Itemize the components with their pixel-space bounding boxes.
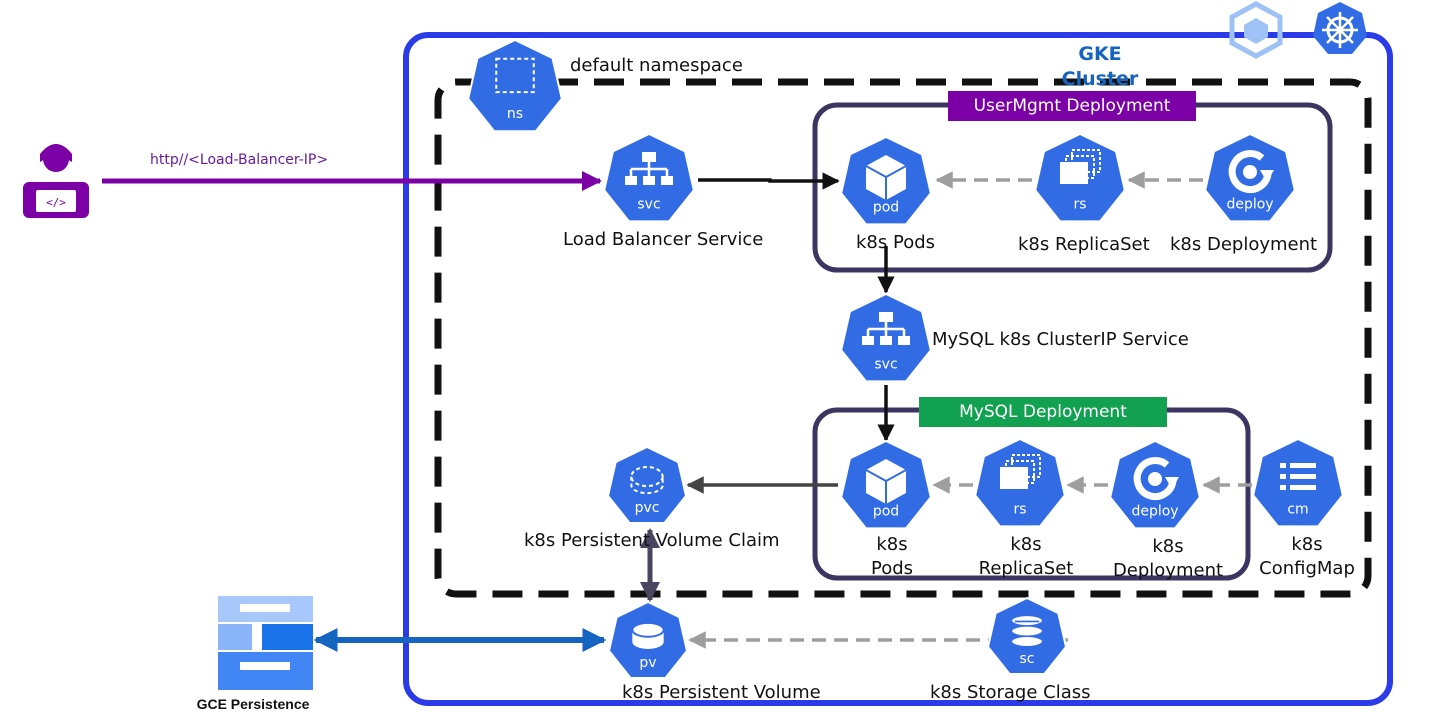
usermgmt-deploy-label: k8s Deployment [1170,234,1318,255]
storage-class-icon: sc [986,596,1068,675]
namespace-boundary [434,78,1372,598]
mysql-pod-label-line1: k8s [876,534,908,555]
pv-icon-text: pv [639,655,656,671]
mysql-rs-label-line2: ReplicaSet [978,558,1074,579]
mysql-pod-icon: pod [840,439,932,530]
pv-icon: pv [607,600,689,679]
configmap-label-line2: ConfigMap [1259,558,1355,579]
storage-class-label: k8s Storage Class [930,682,1091,703]
mysql-rs-label-line1: k8s [1010,534,1042,555]
pvc-icon-text: pvc [635,500,660,516]
configmap-label-line1: k8s [1291,534,1323,555]
svg-text:</>: </> [46,196,66,209]
load-balancer-url: http//<Load-Balancer-IP> [150,152,329,168]
mysql-pod-label-line2: Pods [870,558,914,579]
mysql-deploy-icon: deploy [1109,439,1201,530]
usermgmt-rs-icon-text: rs [1073,197,1086,213]
usermgmt-pod-label: k8s Pods [856,232,936,253]
mysql-deployment-banner: MySQL Deployment [919,397,1167,427]
namespace-icon: ns [467,38,563,133]
gke-cluster-title: GKE Cluster [1061,43,1139,90]
gce-persistence-label: GCE Persistence [196,696,310,712]
namespace-icon-text: ns [507,106,523,122]
pv-label: k8s Persistent Volume [622,682,821,703]
usermgmt-deploy-icon-text: deploy [1226,197,1273,213]
pvc-label: k8s Persistent Volume Claim [524,530,780,551]
mysql-deploy-label-line1: k8s [1152,536,1184,557]
usermgmt-deployment-banner: UserMgmt Deployment [948,91,1196,121]
usermgmt-pod-icon-text: pod [873,200,899,216]
usermgmt-rs-label: k8s ReplicaSet [1018,234,1150,255]
mysql-deploy-icon-text: deploy [1131,504,1178,520]
usermgmt-deploy-icon: deploy [1204,132,1296,223]
mysql-service-icon: svc [840,292,932,383]
gce-persistence-icon [218,596,313,690]
mysql-pod-icon-text: pod [873,504,899,520]
mysql-rs-icon: rs [974,437,1066,528]
gke-icon [1229,1,1283,59]
mysql-service-icon-text: svc [874,357,897,373]
configmap-icon: cm [1252,437,1344,528]
lb-service-icon: svc [603,132,695,223]
mysql-service-label: MySQL k8s ClusterIP Service [932,329,1189,350]
usermgmt-pod-icon: pod [840,135,932,226]
namespace-label: default namespace [570,55,743,76]
lb-service-icon-text: svc [637,197,660,213]
storage-class-icon-text: sc [1020,651,1035,667]
configmap-icon-text: cm [1287,502,1308,518]
mysql-rs-icon-text: rs [1013,502,1026,518]
lb-service-label: Load Balancer Service [563,229,764,250]
mysql-deploy-label-line2: Deployment [1112,560,1224,581]
usermgmt-rs-icon: rs [1034,132,1126,223]
gke-cluster-boundary [403,32,1393,706]
kubernetes-helm-icon [1313,2,1367,54]
lb-to-pod-arrow [698,172,840,190]
developer-icon: </> [23,144,89,218]
pvc-icon: pvc [606,445,688,524]
